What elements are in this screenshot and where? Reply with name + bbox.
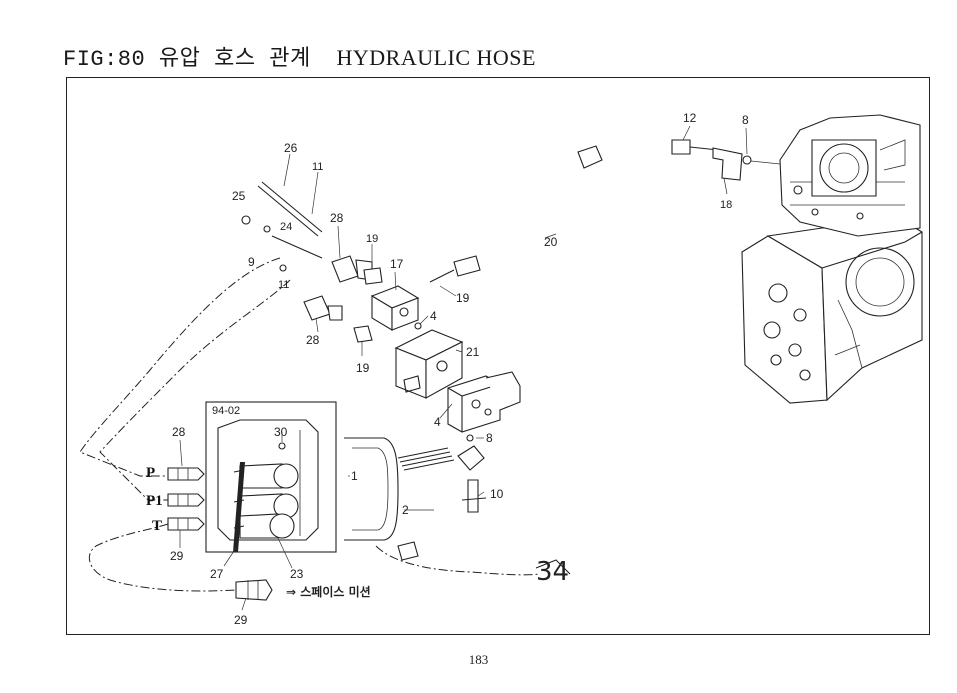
figure-title-korean: 유압 호스 관계 [158, 47, 311, 72]
inset-label: 94-02 [212, 405, 240, 417]
part-label: 8 [486, 431, 493, 445]
inset-94-02-drawing [205, 401, 337, 553]
part-labels: 26 11 25 24 28 19 9 11 17 20 19 28 4 21 … [146, 111, 749, 627]
port-label: P1 [146, 493, 163, 509]
engine-block-drawing [741, 114, 923, 404]
page-number: 183 [468, 652, 489, 667]
part-label: 12 [683, 111, 697, 125]
part-label: 23 [290, 567, 304, 581]
annotation-text: ⇒ 스페이스 미션 [286, 584, 371, 599]
part-label: 4 [430, 309, 437, 323]
fitting-29-drawing [235, 579, 273, 601]
part-label: 28 [306, 333, 320, 347]
port-label: T [152, 518, 162, 534]
bracket-assembly [671, 139, 781, 181]
part-label: 30 [274, 425, 288, 439]
part-label: 11 [312, 161, 323, 173]
part-label: 26 [284, 141, 298, 155]
valve-assembly-drawing [241, 181, 521, 442]
part-label: 25 [232, 189, 246, 203]
part-label: 28 [172, 425, 186, 439]
part-label: 19 [356, 361, 370, 375]
dashed-hose-routes [79, 257, 541, 592]
part-label: 20 [544, 235, 558, 249]
part-label: 27 [210, 567, 224, 581]
part-label: 19 [366, 233, 378, 245]
hose-2-drawing [397, 445, 487, 561]
hatch-lines [397, 447, 455, 471]
part-label: 9 [248, 255, 255, 269]
part-label: 28 [330, 211, 344, 225]
part-label: 11 [278, 279, 289, 291]
port-label: P [146, 465, 155, 481]
hose-20-drawing [429, 145, 603, 283]
diagram-frame [66, 77, 930, 635]
part-label: 10 [490, 487, 504, 501]
figure-title-english: HYDRAULIC HOSE [336, 45, 536, 70]
figure-title: FIG:80 유압 호스 관계 HYDRAULIC HOSE [63, 40, 536, 72]
part-1-inner-outline [352, 447, 389, 531]
part-label: 24 [280, 221, 292, 233]
part-label: 4 [434, 415, 441, 429]
part-label: 21 [466, 345, 480, 359]
port-fittings-drawing [167, 467, 205, 531]
part-1-outline [344, 437, 399, 541]
part-label: 29 [234, 613, 248, 627]
figure-code: FIG:80 [63, 47, 146, 72]
handwritten-stroke [535, 559, 571, 575]
part-label: 18 [720, 199, 732, 211]
handwritten-number: 34 [536, 557, 569, 587]
part-label: 1 [351, 469, 358, 483]
part-label: 29 [170, 549, 184, 563]
part-label: 2 [402, 503, 409, 517]
leader-lines [179, 125, 748, 611]
part-label: 19 [456, 291, 470, 305]
part-label: 8 [742, 113, 749, 127]
part-label: 17 [390, 257, 404, 271]
fitting-29-detail [247, 580, 259, 600]
